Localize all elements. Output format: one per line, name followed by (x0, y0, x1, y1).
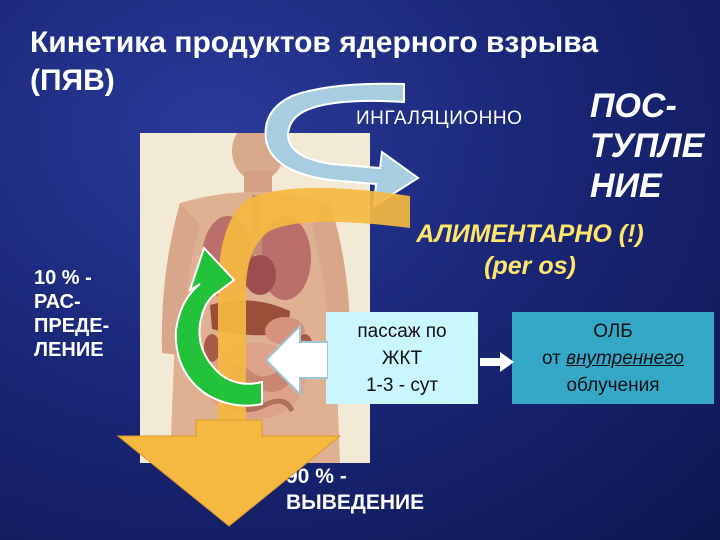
slide-title: Кинетика продуктов ядерного взрыва (ПЯВ) (30, 26, 599, 97)
intake-header: ПОС- ТУПЛЕ НИЕ (590, 87, 705, 205)
inhalation-arrow (264, 82, 420, 208)
olb-line-3: облучения (566, 375, 660, 396)
gi-passage-line-3: 1-3 - сут (365, 375, 439, 396)
distribution-label: 10 % - РАС- ПРЕДЕ- ЛЕНИЕ (34, 267, 110, 361)
gi-passage-line-1: пассаж по (357, 321, 447, 342)
olb-line-2: от внутреннего (512, 345, 714, 372)
distribution-arrow (174, 246, 263, 407)
gi-passage-box: пассаж по ЖКТ 1-3 - сут (326, 312, 478, 404)
alimentary-line-2: (per os) (484, 252, 576, 280)
gi-left-arrow (266, 323, 328, 397)
gi-to-olb-arrow (480, 352, 514, 372)
alimentary-label: АЛИМЕНТАРНО (!) (per os) (380, 218, 680, 282)
excretion-label: 90 % - ВЫВЕДЕНИЕ (286, 465, 425, 514)
inhalation-label: ИНГАЛЯЦИОННО (356, 108, 523, 129)
olb-line-2-emphasis: внутреннего (566, 348, 684, 369)
excretion-arrow (116, 419, 342, 527)
olb-box: ОЛБ от внутреннего облучения (512, 312, 714, 404)
alimentary-line-1: АЛИМЕНТАРНО (!) (416, 220, 644, 248)
gi-passage-line-2: ЖКТ (381, 348, 423, 369)
olb-line-2-prefix: от (542, 348, 567, 369)
olb-line-1: ОЛБ (593, 321, 633, 342)
